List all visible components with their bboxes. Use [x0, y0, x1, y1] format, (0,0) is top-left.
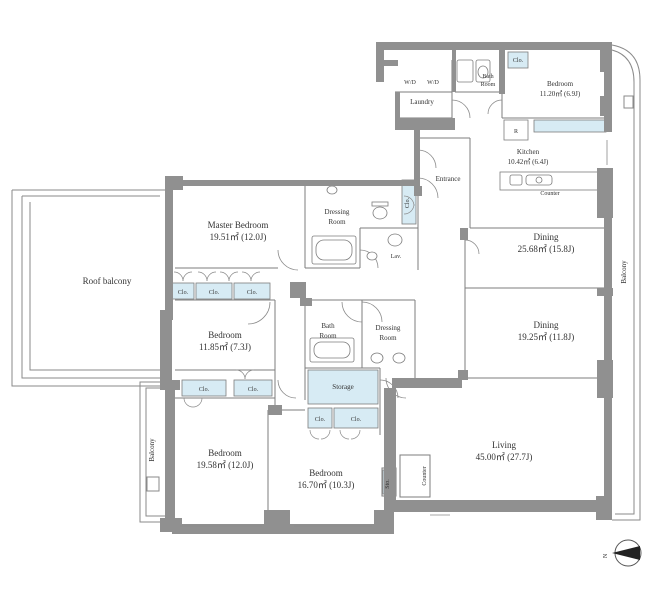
- bath-room-1-name-line1: Bath: [482, 74, 493, 80]
- balcony-right-name: Balcony: [620, 260, 628, 284]
- refrigerator-mark: R: [514, 129, 518, 135]
- closet-bed-2: [233, 379, 273, 397]
- bedroom-left-size: 19.58㎡ (12.0J): [197, 460, 254, 470]
- compass-arrow-icon: [612, 546, 640, 560]
- bedroom-bottom-size: 16.70㎡ (10.3J): [298, 480, 355, 490]
- bedroom-top-name: Bedroom: [547, 80, 574, 88]
- dining-1-size: 25.68㎡ (15.8J): [518, 244, 575, 254]
- sto-label: Sto.: [385, 479, 391, 489]
- roof-balcony-name: Roof balcony: [83, 276, 132, 286]
- bedroom-top-size: 11.20㎡ (6.9J): [540, 90, 581, 98]
- dining-2-name: Dining: [533, 320, 559, 330]
- dining-1-name: Dining: [533, 232, 559, 242]
- closet-top: [507, 51, 529, 69]
- kitchen-counter-label: Counter: [540, 191, 559, 197]
- clo-bed-1-label: Clo.: [199, 387, 210, 393]
- clo-storage-2-label: Clo.: [351, 417, 362, 423]
- closets: [171, 51, 607, 495]
- bath-room-1-name-line2: Room: [481, 82, 496, 88]
- closet-door-swings: [173, 195, 415, 440]
- closet-bed-1: [181, 379, 227, 397]
- dining-2-size: 19.25㎡ (11.8J): [518, 332, 574, 342]
- storage-fill: [307, 369, 379, 405]
- roof-balcony-area: [11, 189, 165, 387]
- kitchen-name: Kitchen: [517, 148, 540, 156]
- interior-partitions: [175, 52, 610, 520]
- bath-room-2-name-line1: Bath: [321, 322, 335, 330]
- closet-labels: Clo. Clo. Clo. Clo. Clo. Clo. Clo. Clo. …: [178, 58, 524, 423]
- bedroom-left-name: Bedroom: [208, 448, 242, 458]
- clo-entrance-label: Clo.: [405, 197, 411, 208]
- room-labels: Master Bedroom 19.51㎡ (12.0J) Dressing R…: [83, 74, 628, 490]
- closet-storage-1: [307, 407, 333, 429]
- clo-bed-2-label: Clo.: [248, 387, 259, 393]
- dressing-room-2-name-line1: Dressing: [376, 324, 401, 332]
- bedroom-mid-size: 11.85㎡ (7.3J): [199, 342, 251, 352]
- master-bedroom-size: 19.51㎡ (12.0J): [210, 232, 267, 242]
- clo-storage-1-label: Clo.: [315, 417, 326, 423]
- dressing-room-2-name-line2: Room: [379, 334, 397, 342]
- balcony-left-name: Balcony: [148, 438, 156, 462]
- storage-name: Storage: [332, 383, 353, 391]
- master-bedroom-name: Master Bedroom: [208, 220, 269, 230]
- compass-letter: N: [603, 553, 609, 558]
- wd-2: W/D: [427, 80, 439, 86]
- bath-room-2-name-line2: Room: [319, 332, 337, 340]
- living-counter-label: Counter: [422, 466, 428, 485]
- window-rails: [180, 140, 608, 527]
- kitchen-size: 10.42㎡ (6.4J): [508, 158, 549, 166]
- walls: [160, 42, 613, 534]
- laundry-name: Laundry: [410, 98, 434, 106]
- kitchen-cabinet: [533, 119, 607, 133]
- clo-master-2-label: Clo.: [209, 290, 220, 296]
- wd-1: W/D: [404, 80, 416, 86]
- bedroom-mid-name: Bedroom: [208, 330, 242, 340]
- closet-master-3: [233, 282, 271, 300]
- north-compass: N: [603, 539, 642, 567]
- dressing-room-1-name-line2: Room: [328, 218, 346, 226]
- left-balcony-area: [139, 381, 175, 523]
- living-name: Living: [492, 440, 516, 450]
- dressing-room-1-name-line1: Dressing: [325, 208, 350, 216]
- clo-master-1-label: Clo.: [178, 290, 189, 296]
- lav-label: Lav.: [391, 254, 402, 260]
- closet-master-2: [195, 282, 233, 300]
- clo-top-label: Clo.: [513, 58, 524, 64]
- living-size: 45.00㎡ (27.7J): [476, 452, 533, 462]
- entrance-name: Entrance: [436, 175, 461, 183]
- closet-storage-2: [333, 407, 379, 429]
- bedroom-bottom-name: Bedroom: [309, 468, 343, 478]
- fixtures: [309, 59, 601, 364]
- clo-master-3-label: Clo.: [247, 290, 258, 296]
- right-balcony-area: [611, 44, 641, 521]
